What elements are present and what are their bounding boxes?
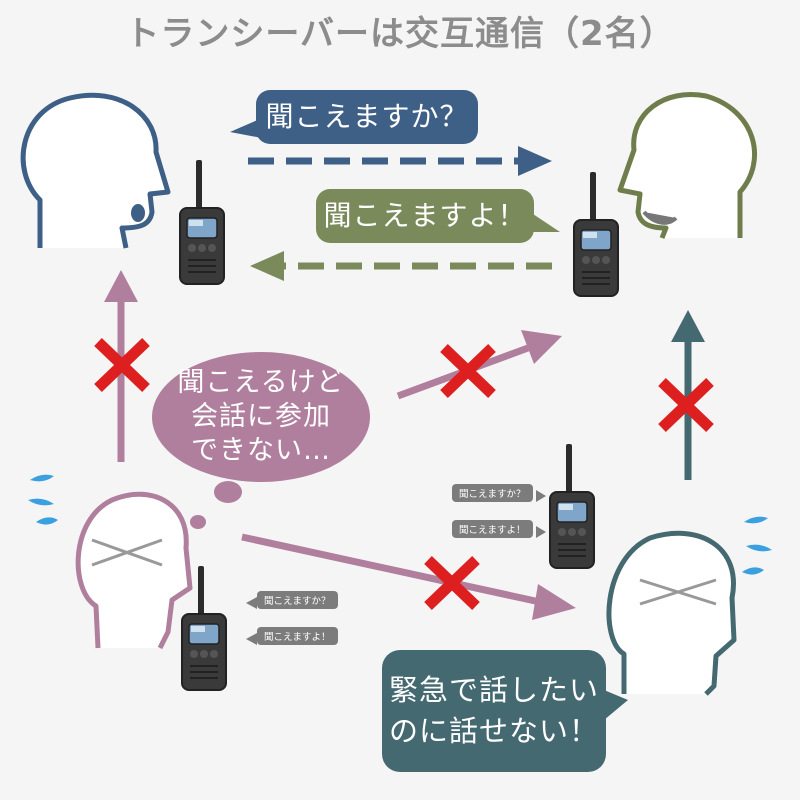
walkie-talkie-icon-b [573,171,619,297]
mini-bubble-question-right: 聞こえますか？ [452,484,533,502]
bubble-text-line-1: 緊急で話したい [388,673,599,708]
bubble-text-line-2: のに話せない！ [388,714,599,748]
walkie-talkie-icon-d [549,443,595,569]
sweat-drop-icon-right [742,516,772,575]
head-icon-person-b [617,92,757,239]
cross-mark-icon-1 [94,338,150,392]
thought-dot-small [190,515,206,529]
thought-dot-large [214,481,242,503]
cross-mark-icon-4 [658,378,714,432]
sweat-drop-icon-left [28,474,58,525]
speech-bubble-emergency: 緊急で話したい のに話せない！ [382,650,606,772]
thought-bubble-listener: 聞こえるけど 会話に参加 できない… [152,352,370,482]
walkie-talkie-icon-a [179,159,225,285]
cross-mark-icon-3 [424,556,480,610]
open-mouth-icon [131,204,145,222]
mouth-icon [642,210,678,225]
arrow-icon-b-to-a [250,251,552,281]
head-icon-person-c [75,491,193,650]
bubble-text-line-1: 聞こえるけど [177,367,345,399]
bubble-text-line-3: できない… [190,434,331,466]
arrow-icon-c-to-d [241,533,576,620]
arrow-icon-a-to-b [248,146,552,176]
arrow-icon-c-up [104,270,138,462]
speech-bubble-question: 聞こえますか？ [256,90,478,144]
mini-bubble-answer-left: 聞こえますよ！ [257,627,338,645]
cross-mark-icon-2 [440,344,496,398]
head-icon-person-d [606,530,737,696]
mini-bubble-answer-right: 聞こえますよ！ [452,520,533,538]
bubble-text-line-2: 会話に参加 [190,401,331,433]
bubble-text: 聞こえますか？ [265,99,469,133]
mini-bubble-question-left: 聞こえますか？ [257,591,338,609]
page-title: トランシーバーは交互通信（2名） [125,14,675,54]
bubble-text: 聞こえますよ！ [323,198,527,232]
speech-bubble-answer: 聞こえますよ！ [316,189,534,243]
head-icon-person-a [20,92,171,249]
